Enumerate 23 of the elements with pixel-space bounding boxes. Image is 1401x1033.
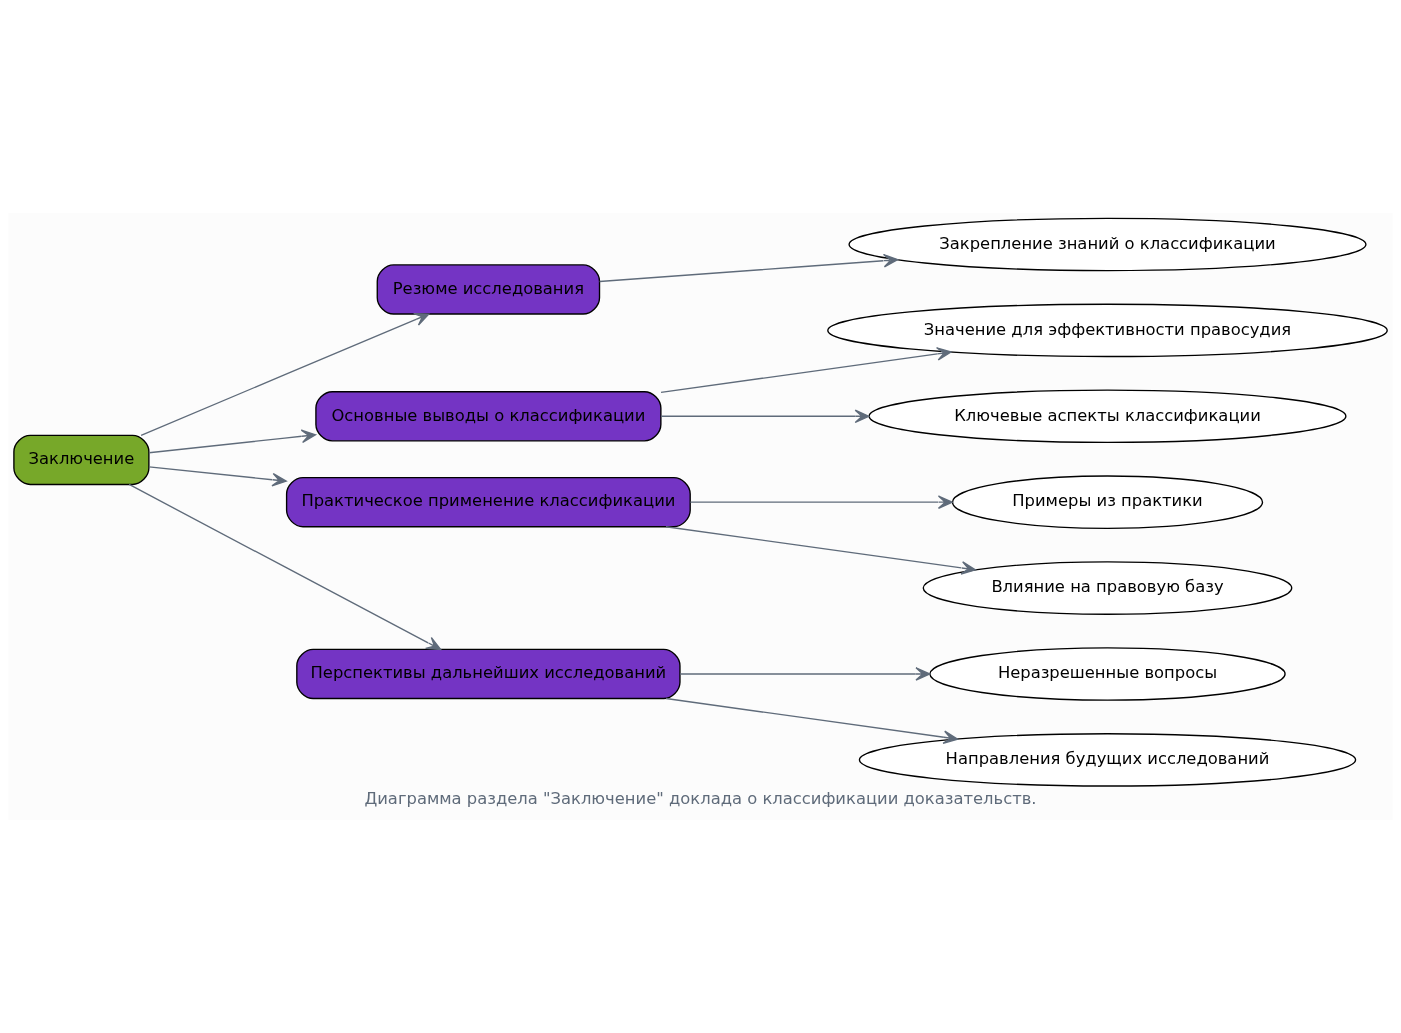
arrow <box>148 429 317 454</box>
arrow <box>689 495 953 509</box>
arrow <box>679 667 931 681</box>
node-box: Резюме исследования <box>376 264 601 315</box>
node-box: Заключение <box>13 434 150 486</box>
node-ellipse: Направления будущих исследований <box>858 733 1357 787</box>
node-ellipse: Ключевые аспекты классификации <box>868 389 1347 444</box>
node-ellipse: Неразрешенные вопросы <box>929 647 1286 701</box>
arrow <box>140 313 430 436</box>
arrow <box>128 483 442 651</box>
arrow <box>665 697 959 744</box>
arrow <box>598 253 899 283</box>
arrow <box>660 347 952 394</box>
node-box: Перспективы дальнейших исследований <box>296 648 681 700</box>
arrow <box>665 526 977 575</box>
arrow <box>148 466 287 487</box>
arrow <box>660 409 870 424</box>
node-ellipse: Закрепление знаний о классификации <box>848 217 1367 272</box>
caption: Диаграмма раздела "Заключение" доклада о классификации доказательств. <box>364 789 1037 809</box>
node-box: Практическое применение классификации <box>285 476 691 528</box>
node-box: Основные выводы о классификации <box>315 391 662 442</box>
node-ellipse: Значение для эффективности правосудия <box>827 303 1388 358</box>
node-ellipse: Примеры из практики <box>951 475 1264 529</box>
